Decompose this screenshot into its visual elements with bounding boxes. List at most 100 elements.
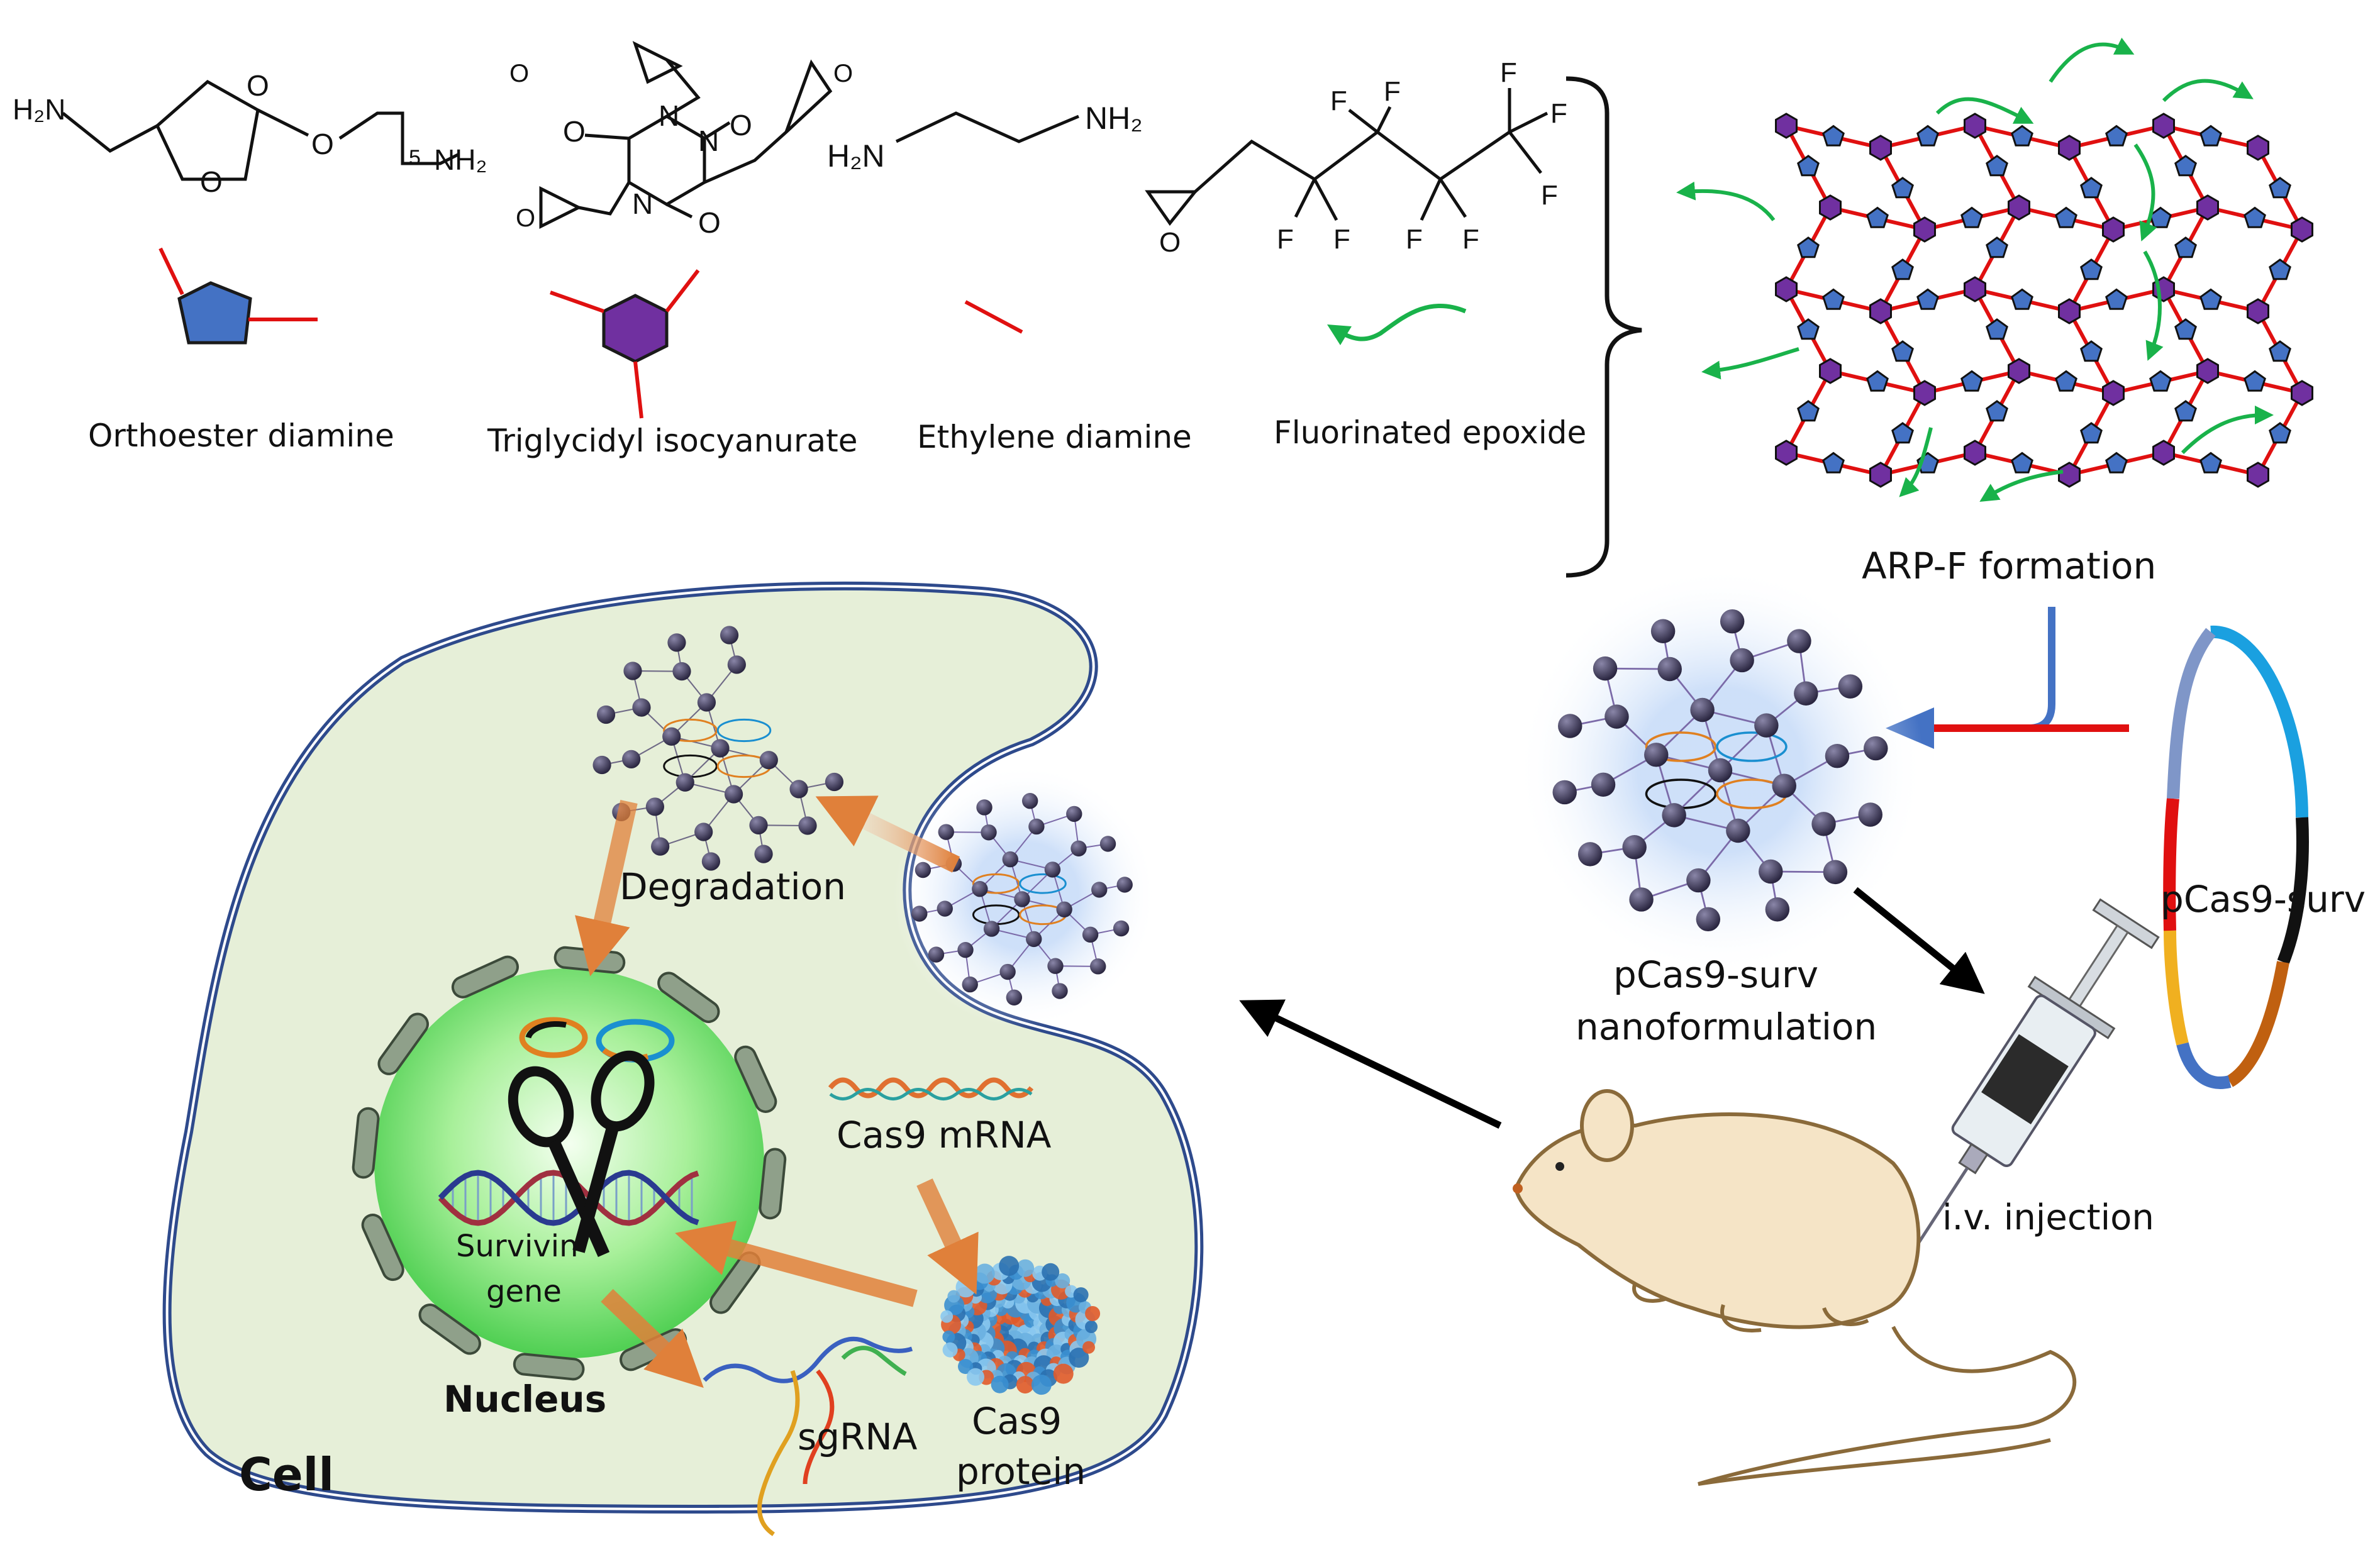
cage-node [749, 816, 768, 834]
cage-node [798, 816, 817, 835]
cage-node [1838, 674, 1863, 699]
nuclear-pore [418, 1304, 481, 1355]
orthoester-diamine-structure [62, 79, 460, 181]
network-pentagon [2269, 258, 2291, 280]
network-pentagon [2055, 206, 2077, 228]
cage-node [999, 963, 1016, 980]
network-pentagon [2105, 451, 2128, 473]
cage-node [672, 662, 691, 681]
cage-node [915, 861, 931, 878]
protein-atom [942, 1342, 958, 1358]
tgic-linker-2 [665, 269, 700, 313]
cage-node [1629, 887, 1654, 912]
arp-f-label: ARP-F formation [1862, 545, 2156, 587]
syringe-icon [1912, 898, 2160, 1252]
cage-node [754, 844, 773, 863]
endosome-particle-icon [911, 793, 1133, 1005]
cage-node [1708, 758, 1733, 783]
tgic-n2-text: N [698, 125, 719, 157]
network-pentagon [1866, 206, 1889, 228]
tgic-epoxide-o3-text: O [516, 204, 535, 232]
plasmid-icon [2163, 625, 2309, 1089]
network-pentagon [1797, 236, 1820, 258]
network-pentagon [1866, 370, 1889, 392]
network-hexagon [1775, 113, 1798, 139]
tgic-linker-1 [550, 291, 604, 313]
cage-node [1090, 958, 1106, 975]
survivin-label-line2: gene [486, 1274, 562, 1309]
uptake-arrow [815, 795, 960, 873]
cage-node [1604, 704, 1629, 729]
cage-node [981, 824, 997, 841]
cage-node [694, 822, 713, 841]
cage-node [911, 905, 928, 922]
network-pentagon [2055, 370, 2077, 392]
cage-node [645, 797, 664, 816]
cage-node [701, 852, 721, 871]
cage-node [1720, 609, 1745, 634]
cage-node [662, 727, 681, 746]
cage-node [727, 655, 746, 674]
dna-strand [438, 1170, 699, 1226]
protein-atom [1082, 1341, 1095, 1354]
fluoro-arrow-icon [1326, 303, 1467, 346]
network-pentagon [1891, 258, 1914, 280]
nuclear-pore [361, 1214, 404, 1282]
cage-node [938, 824, 954, 840]
network-hexagon [1775, 276, 1798, 302]
fluoro-f-text: F [1330, 86, 1347, 116]
nuclear-pore [759, 1148, 787, 1220]
network-hexagon [1819, 194, 1842, 221]
cage-node [1864, 736, 1888, 761]
mouse-icon [1513, 1089, 2077, 1486]
network-hexagon [2247, 298, 2269, 324]
cas9-mrna-icon-2 [829, 1088, 1033, 1100]
cage-node [957, 942, 974, 958]
fluoro-arm [2143, 250, 2164, 361]
fluoro-f-text: F [1550, 98, 1567, 129]
grouping-bracket [1565, 76, 1642, 578]
network-hexagon [1869, 298, 1892, 324]
network-hexagon [1775, 440, 1798, 466]
fluoro-o-text: O [1159, 227, 1181, 258]
cage-node [1591, 772, 1616, 797]
cage-node [1070, 840, 1087, 856]
fluoro-arm [1676, 181, 1776, 221]
orthoester-o3-text: O [311, 128, 334, 160]
network-pentagon [1960, 206, 1983, 228]
fluoro-f-text: F [1277, 224, 1294, 255]
cage-node [1772, 773, 1796, 798]
fluoro-arm [2162, 79, 2254, 102]
tgic-hexagon-icon [602, 294, 669, 363]
cage-node [651, 837, 670, 856]
cage-node [1066, 806, 1082, 822]
survivin-label-line1: Survivin [456, 1229, 579, 1264]
network-pentagon [2199, 288, 2222, 310]
cage-node [623, 662, 642, 680]
protein-atom [1085, 1306, 1101, 1321]
cage-node [1754, 713, 1779, 738]
nano-label-line2: nanoformulation [1576, 1005, 1877, 1048]
cage-node [1765, 897, 1790, 922]
cage-node [622, 750, 641, 768]
degradation-label: Degradation [620, 865, 846, 908]
mouse-nose [1513, 1183, 1523, 1193]
network-hexagon [2058, 462, 2081, 488]
orthoester-o1-text: O [247, 69, 269, 102]
cage-node [1811, 812, 1836, 836]
nano-label-line1: pCas9-surv [1613, 953, 1818, 996]
cas9-mrna-label: Cas9 mRNA [837, 1114, 1052, 1156]
cage-node [724, 785, 743, 804]
network-pentagon [2199, 125, 2222, 147]
network-hexagon [1964, 113, 1986, 139]
fluoro-arm [1899, 427, 1933, 497]
network-pentagon [2174, 236, 2197, 258]
cage-node [1787, 629, 1811, 653]
cage-plasmid [716, 718, 772, 743]
fluoro-arm [2133, 143, 2157, 241]
tgic-n1-text: N [659, 99, 679, 132]
fluoro-f-text: F [1500, 57, 1517, 88]
protein-atom [1069, 1348, 1089, 1368]
protein-atom [999, 1256, 1020, 1276]
orthoester-sub5-text: 5 [409, 146, 421, 170]
